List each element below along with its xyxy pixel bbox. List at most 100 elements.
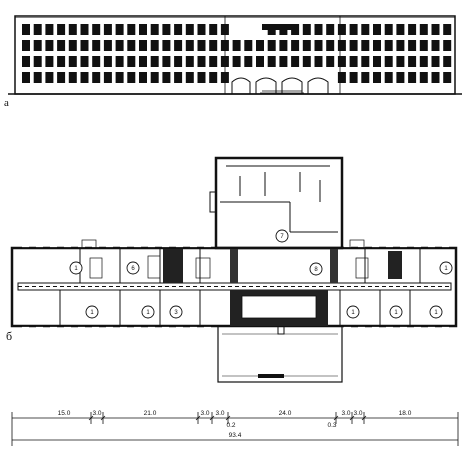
window xyxy=(396,40,405,51)
window xyxy=(244,56,253,67)
window xyxy=(291,40,300,51)
window xyxy=(443,24,452,35)
window xyxy=(443,56,452,67)
window xyxy=(302,24,311,35)
window xyxy=(162,72,171,83)
window xyxy=(262,24,294,30)
window xyxy=(115,40,124,51)
window xyxy=(22,56,30,67)
window xyxy=(185,72,194,83)
dim-seg-6: 3.0 xyxy=(341,410,350,417)
window xyxy=(373,40,381,51)
window xyxy=(57,72,66,83)
window xyxy=(80,56,89,67)
room-circle xyxy=(429,305,443,319)
room-circle xyxy=(275,229,289,243)
window xyxy=(220,72,229,83)
room-1-f-number: 1 xyxy=(394,310,398,316)
window xyxy=(103,56,112,67)
window xyxy=(45,40,54,51)
dim-seg-1: 3.0 xyxy=(92,410,101,417)
window xyxy=(139,56,147,67)
window xyxy=(384,72,393,83)
window xyxy=(197,72,206,83)
window xyxy=(80,40,89,51)
window xyxy=(291,24,300,35)
entrance-arches xyxy=(231,77,329,94)
window xyxy=(302,56,311,67)
window xyxy=(150,40,159,51)
window xyxy=(185,24,194,35)
room-1-c-number: 1 xyxy=(146,310,150,316)
dim-seg-0: 15.0 xyxy=(58,410,71,417)
window xyxy=(197,40,206,51)
room-3-number: 3 xyxy=(174,310,178,316)
window xyxy=(185,40,194,51)
window xyxy=(220,40,229,51)
window xyxy=(256,56,264,67)
window xyxy=(92,56,101,67)
window xyxy=(443,72,452,83)
dim-total: 93.4 xyxy=(229,432,242,439)
window xyxy=(174,56,183,67)
window xyxy=(185,56,194,67)
room-1-b-number: 1 xyxy=(90,310,94,316)
window xyxy=(373,72,381,83)
window-grid xyxy=(22,24,452,83)
window xyxy=(68,56,77,67)
dimension-line: 15.0 3.0 21.0 3.0 3.0 24.0 3.0 3.0 18.0 … xyxy=(11,410,459,446)
window xyxy=(103,24,112,35)
window xyxy=(33,72,42,83)
window xyxy=(197,56,206,67)
window xyxy=(337,72,346,83)
window xyxy=(92,40,101,51)
dim-seg-2: 21.0 xyxy=(144,410,157,417)
window xyxy=(314,56,323,67)
window xyxy=(232,56,241,67)
window xyxy=(115,24,124,35)
window xyxy=(349,40,358,51)
window xyxy=(267,40,276,51)
window xyxy=(22,24,30,35)
window xyxy=(349,24,358,35)
stair-symbols xyxy=(81,239,369,279)
room-circle xyxy=(389,305,403,319)
window xyxy=(92,72,101,83)
window xyxy=(45,24,54,35)
dim-seg-3: 3.0 xyxy=(200,410,209,417)
window xyxy=(419,40,428,51)
window xyxy=(103,40,112,51)
room-1-a-number: 1 xyxy=(74,266,78,272)
floor-plan xyxy=(10,156,458,383)
room-circle xyxy=(126,261,140,275)
window xyxy=(33,24,42,35)
window xyxy=(232,40,241,51)
window xyxy=(68,72,77,83)
window xyxy=(314,24,323,35)
core-wall-left xyxy=(230,249,238,283)
room-circle xyxy=(85,305,99,319)
window xyxy=(57,40,66,51)
room-8-number: 8 xyxy=(314,267,318,273)
window xyxy=(174,72,183,83)
room-1-e-number: 1 xyxy=(351,310,355,316)
window xyxy=(127,24,136,35)
window xyxy=(314,40,323,51)
window xyxy=(373,56,381,67)
window xyxy=(291,56,300,67)
staircase-left xyxy=(163,249,183,283)
window xyxy=(361,40,370,51)
dim-small-left: 0.2 xyxy=(226,422,235,429)
dim-seg-8: 18.0 xyxy=(399,410,412,417)
window xyxy=(326,24,335,35)
window xyxy=(150,72,159,83)
window xyxy=(419,24,428,35)
window xyxy=(337,24,346,35)
room-7-number: 7 xyxy=(280,234,284,240)
window xyxy=(396,56,405,67)
window xyxy=(443,40,452,51)
window xyxy=(302,40,311,51)
room-1-d-number: 1 xyxy=(444,266,448,272)
